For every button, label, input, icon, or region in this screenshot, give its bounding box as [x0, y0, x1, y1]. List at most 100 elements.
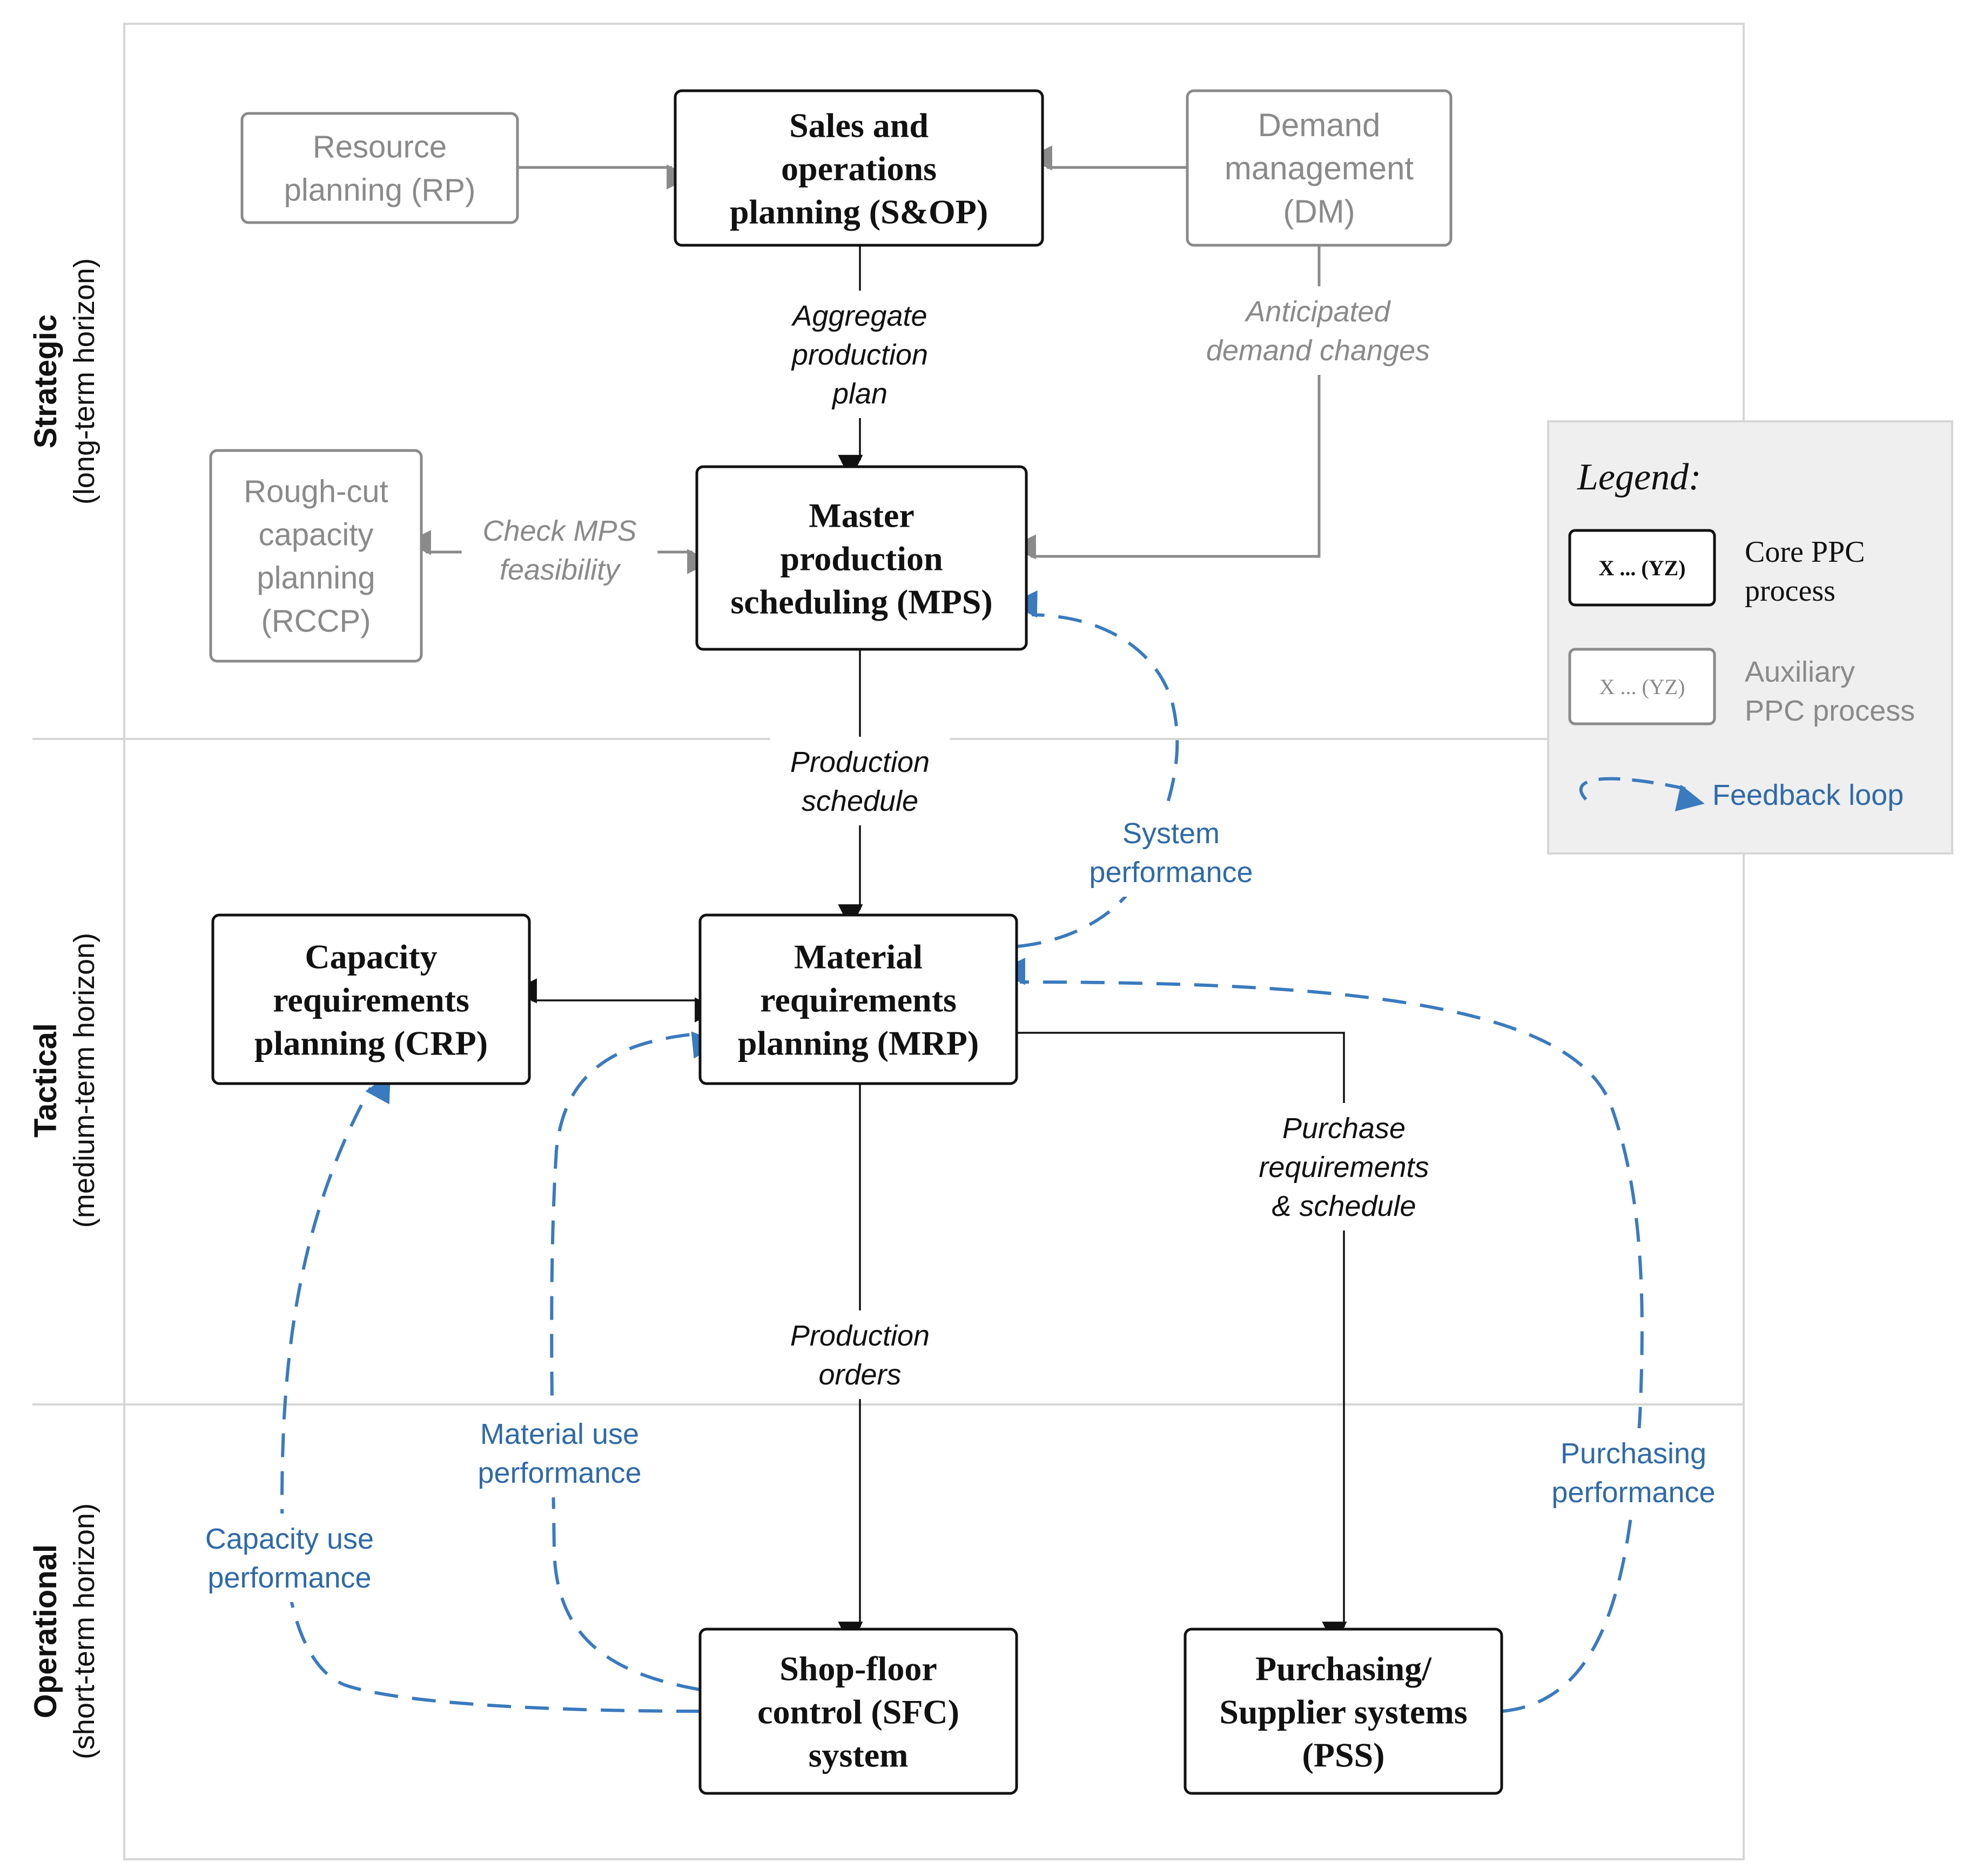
legend-title: Legend:: [1577, 456, 1701, 498]
edge-label-line: performance: [1551, 1476, 1715, 1509]
feedback-purchasing: [998, 957, 1644, 1713]
node-box: [1186, 89, 1453, 247]
legend-panel: [1547, 420, 1953, 855]
edge-label-background: [1535, 1428, 1732, 1517]
edge-label-line: performance: [1089, 856, 1253, 889]
node-box: [698, 913, 1018, 1085]
edge-label-background: [770, 1310, 950, 1399]
edge-label-text: Aggregate production plan: [791, 300, 928, 410]
band-title: Operational: [28, 1544, 63, 1718]
band-label-operational: Operational (short-term horizon): [28, 1503, 100, 1759]
node-label-line: capacity: [259, 517, 374, 552]
node-label-line: operations: [781, 149, 937, 187]
feedback-system-performance: [1010, 590, 1179, 948]
node-label-line: Purchasing/: [1255, 1649, 1432, 1687]
node-label-line: Demand: [1258, 107, 1381, 143]
node-box: [698, 1628, 1018, 1795]
edge-label-line: production: [791, 339, 928, 371]
node-label-line: requirements: [760, 980, 957, 1019]
edge-label-line: demand changes: [1206, 334, 1430, 367]
edge-label-line: orders: [818, 1359, 901, 1391]
edge-label-line: Anticipated: [1244, 295, 1391, 328]
edge-label-text: Production schedule: [790, 746, 930, 817]
node-label-line: Resource: [313, 129, 447, 164]
edge-label-production-schedule: Production schedule: [770, 737, 950, 825]
edge-label-line: plan: [831, 378, 887, 410]
node-label-line: (DM): [1283, 193, 1355, 230]
band-title: Strategic: [28, 314, 63, 448]
legend: Legend: X ... (YZ) Core PPC process X ..…: [1547, 420, 1953, 855]
edge-label-line: Production: [790, 746, 930, 778]
node-label-line: production: [780, 539, 943, 577]
edge-label-line: & schedule: [1272, 1190, 1416, 1222]
feedback-loops: [280, 590, 1644, 1713]
node-label: Material requirements planning (MRP): [738, 937, 979, 1062]
node-label-line: Rough-cut: [244, 474, 388, 509]
node-box: [674, 89, 1044, 247]
edge-label-line: Aggregate: [791, 300, 927, 332]
edge-label-text: Check MPS feasibility: [482, 515, 636, 586]
node-label-line: planning: [257, 560, 375, 595]
node-box: [211, 913, 531, 1085]
edge-label-line: performance: [478, 1457, 641, 1489]
edge-label-background: [453, 1409, 666, 1497]
node-label-line: Supplier systems: [1219, 1692, 1467, 1731]
edge-label-anticipated-demand: Anticipated demand changes: [1195, 286, 1441, 375]
node-label: Purchasing/Supplier systems(PSS): [1219, 1649, 1467, 1774]
edge-label-background: [770, 291, 950, 418]
node-label-line: Material: [794, 937, 923, 976]
node-box: [695, 465, 1028, 651]
edge-label-line: Capacity use: [205, 1523, 374, 1555]
edge-label-line: feasibility: [500, 554, 621, 586]
node-label-line: planning (MRP): [738, 1024, 979, 1062]
edge-label-line: System: [1122, 817, 1220, 850]
node-label-line: Sales and: [789, 106, 929, 144]
edge-label-line: requirements: [1259, 1151, 1429, 1184]
legend-core-sample-text: X ... (YZ): [1598, 556, 1685, 580]
node-box: [1184, 1628, 1503, 1795]
edge-label-line: schedule: [802, 785, 918, 817]
feedback-capacity-use: [280, 1073, 701, 1713]
band-subtitle: (medium-term horizon): [68, 933, 100, 1228]
node-label-line: control (SFC): [757, 1692, 959, 1731]
legend-core-label: Core PPC process: [1745, 535, 1873, 608]
edge-label-line: Purchase: [1282, 1112, 1406, 1145]
edge-mrp-to-pss: [1017, 1032, 1347, 1647]
feedback-material-use: [550, 1031, 720, 1691]
node-label-line: Shop-floor: [779, 1649, 937, 1687]
node-mrp: Material requirements planning (MRP): [698, 913, 1018, 1085]
band-subtitle: (short-term horizon): [68, 1503, 100, 1759]
node-label-line: scheduling (MPS): [730, 582, 992, 621]
edge-label-background: [183, 1514, 396, 1602]
node-label: Demand management (DM): [1225, 107, 1414, 230]
legend-aux-sample-text: X ... (YZ): [1599, 675, 1685, 699]
node-label-line: planning (CRP): [254, 1024, 488, 1062]
node-box: [240, 112, 519, 224]
edge-label-text: Anticipated demand changes: [1206, 295, 1430, 367]
legend-aux-label: Auxiliary PPC process: [1745, 656, 1915, 727]
node-box: [209, 449, 423, 663]
node-sfc: Shop-floor control (SFC) system: [698, 1628, 1018, 1795]
band-label-strategic: Strategic (long-term horizon): [28, 258, 100, 505]
node-label-line: management: [1225, 150, 1414, 186]
edge-label-background: [770, 737, 950, 825]
node-pss: Purchasing/Supplier systems(PSS): [1184, 1628, 1503, 1795]
node-label-line: system: [809, 1736, 909, 1774]
edge-label-background: [1238, 1103, 1450, 1231]
edge-label-check-mps: Check MPS feasibility: [461, 506, 658, 594]
edge-label-line: performance: [207, 1562, 371, 1594]
node-label-line: Capacity: [305, 937, 437, 976]
legend-core-sample: [1568, 529, 1716, 607]
edge-label-line: Check MPS: [482, 515, 636, 547]
edge-label-text: Capacity use performance: [205, 1523, 374, 1594]
